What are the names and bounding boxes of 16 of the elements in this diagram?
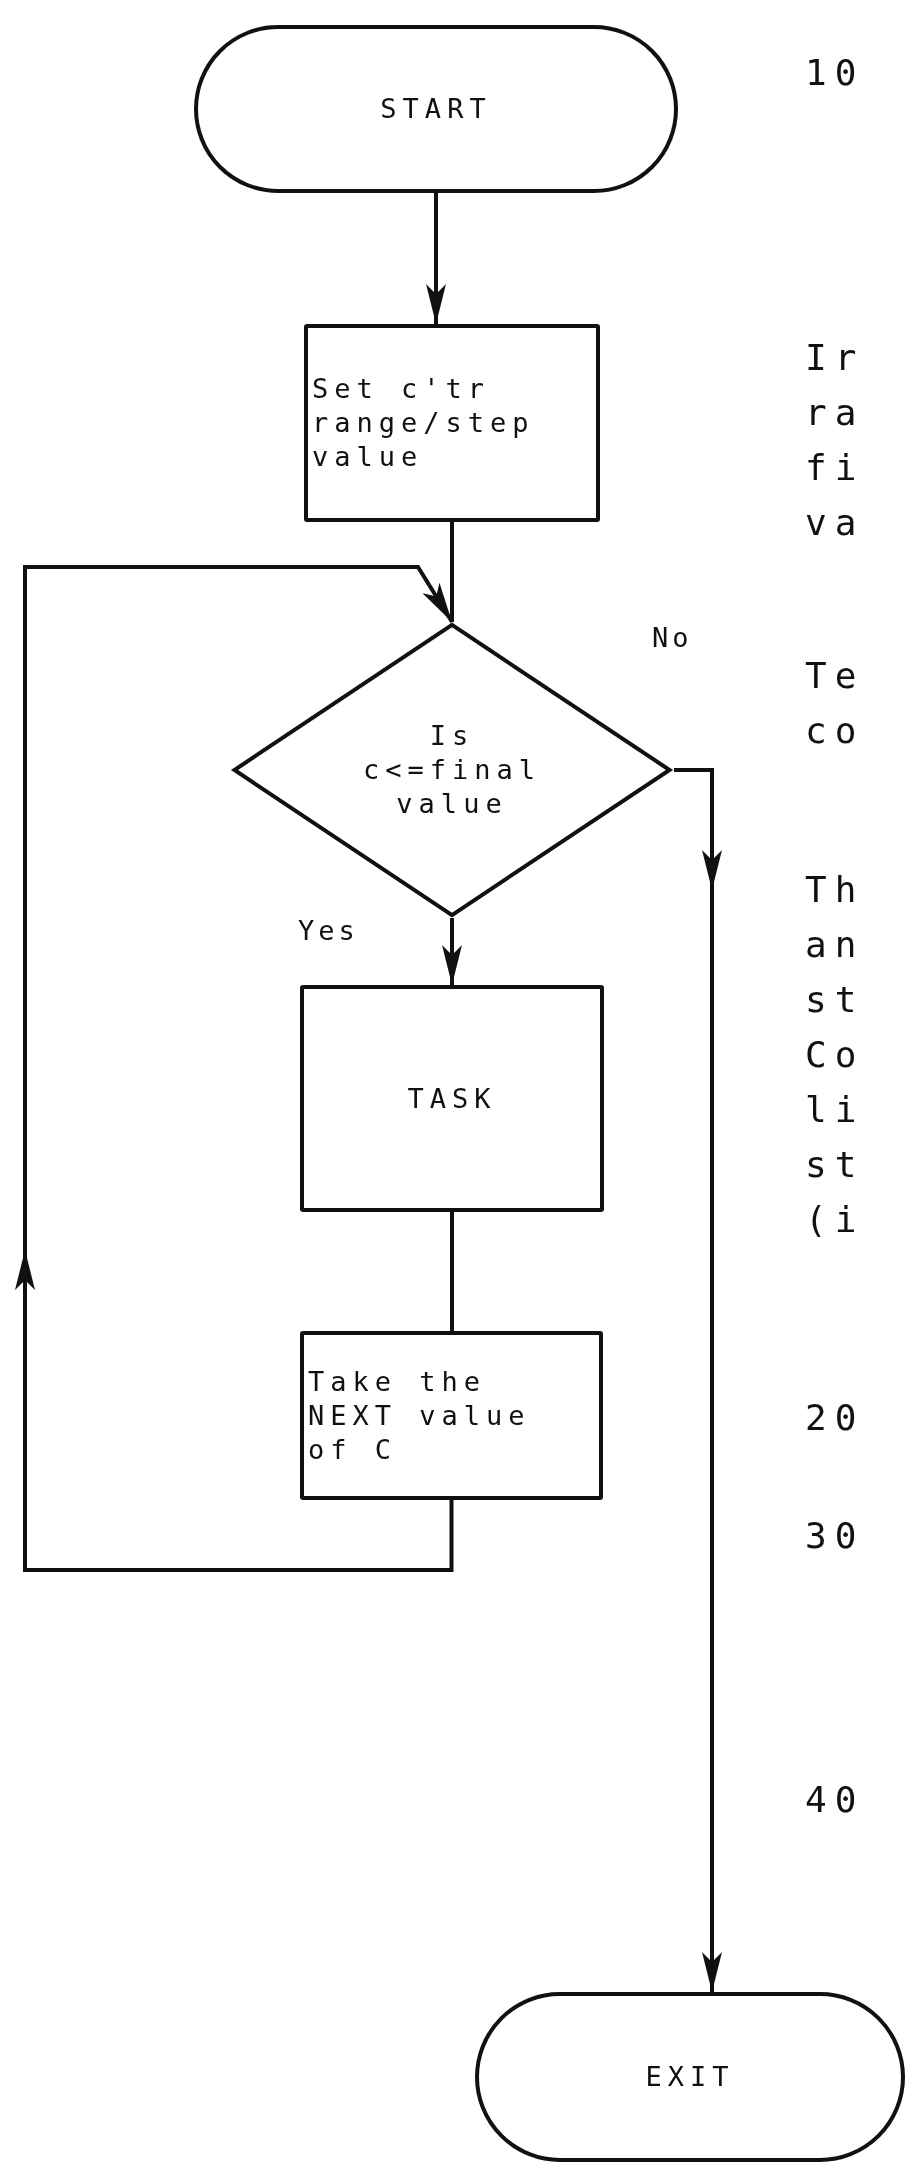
process-box — [300, 985, 604, 1212]
side-note-text: Th an st Co li st (i — [805, 868, 866, 1242]
process-box — [300, 1331, 603, 1500]
node-text: Set c'tr range/step value — [312, 372, 536, 474]
side-note-text: 40 — [805, 1778, 866, 1822]
side-note-text: 10 — [805, 51, 866, 95]
side-note-text: 20 — [805, 1396, 866, 1440]
node-text: Take the NEXT value of C — [308, 1364, 532, 1467]
side-note-text: Ir ra fi va — [805, 336, 866, 545]
node-text: Is c<=final value — [361, 719, 542, 821]
side-note-text: 30 — [805, 1514, 866, 1558]
node-text: EXIT — [645, 2060, 735, 2094]
side-note-text: Te co — [805, 654, 866, 753]
node-text: START — [380, 92, 492, 126]
node-text: TASK — [407, 1081, 497, 1116]
process-box — [304, 324, 600, 522]
